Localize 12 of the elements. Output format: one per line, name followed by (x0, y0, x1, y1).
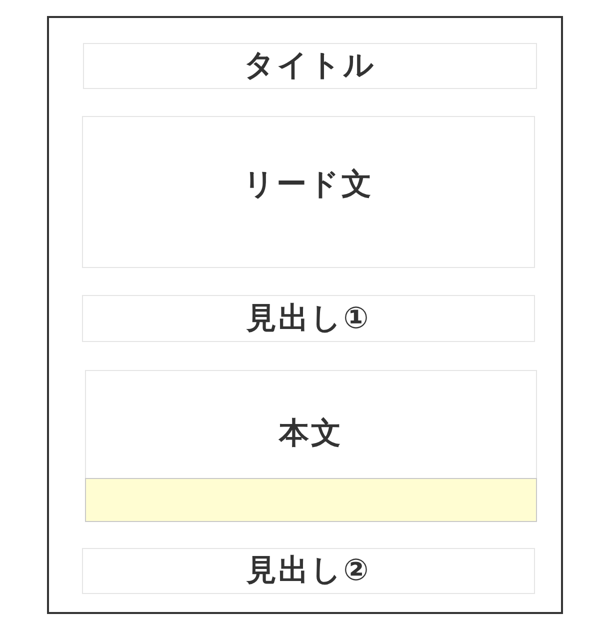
page-frame (47, 16, 563, 614)
title-block (83, 43, 537, 89)
lead-block (82, 116, 535, 268)
block-label: タイトル (244, 48, 376, 84)
body-block (85, 370, 537, 522)
heading-block (82, 548, 535, 594)
block-label: 見出し① (246, 300, 371, 336)
block-label: 見出し② (246, 553, 371, 589)
highlight-bar (85, 478, 537, 522)
heading-block (82, 295, 535, 342)
block-label: 本文 (279, 416, 343, 452)
block-label: リード文 (244, 167, 374, 203)
